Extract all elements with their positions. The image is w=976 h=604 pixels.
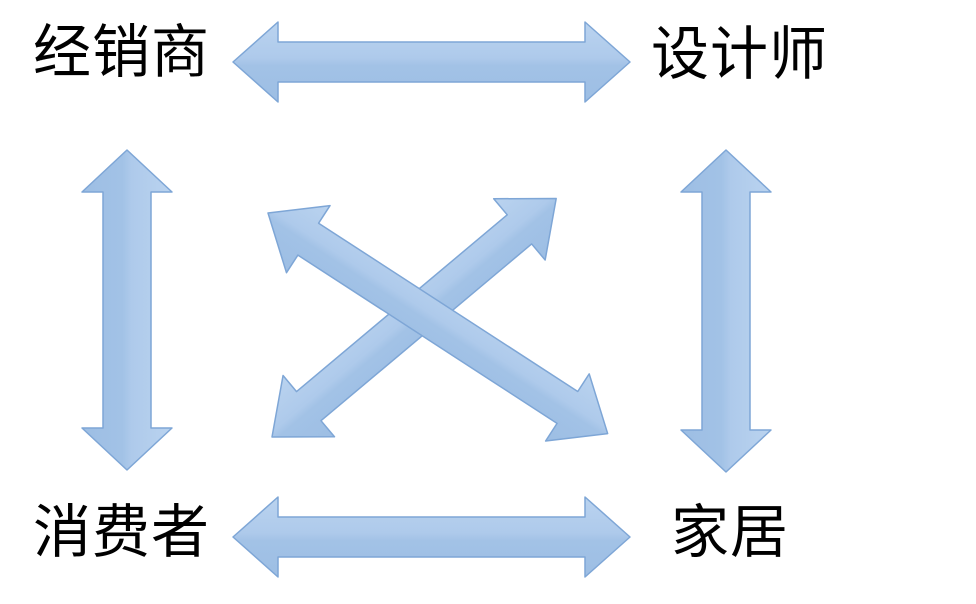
node-label-home: 家居 [671, 500, 790, 565]
arrow-dealer-home [267, 204, 609, 442]
arrow-consumer-home [232, 496, 631, 578]
arrow-designer-home [680, 149, 772, 473]
node-label-dealer: 经销商 [33, 20, 211, 85]
arrow-dealer-designer [232, 21, 631, 103]
arrow-dealer-consumer [81, 149, 173, 471]
node-label-designer: 设计师 [651, 22, 829, 87]
node-label-consumer: 消费者 [33, 500, 211, 565]
